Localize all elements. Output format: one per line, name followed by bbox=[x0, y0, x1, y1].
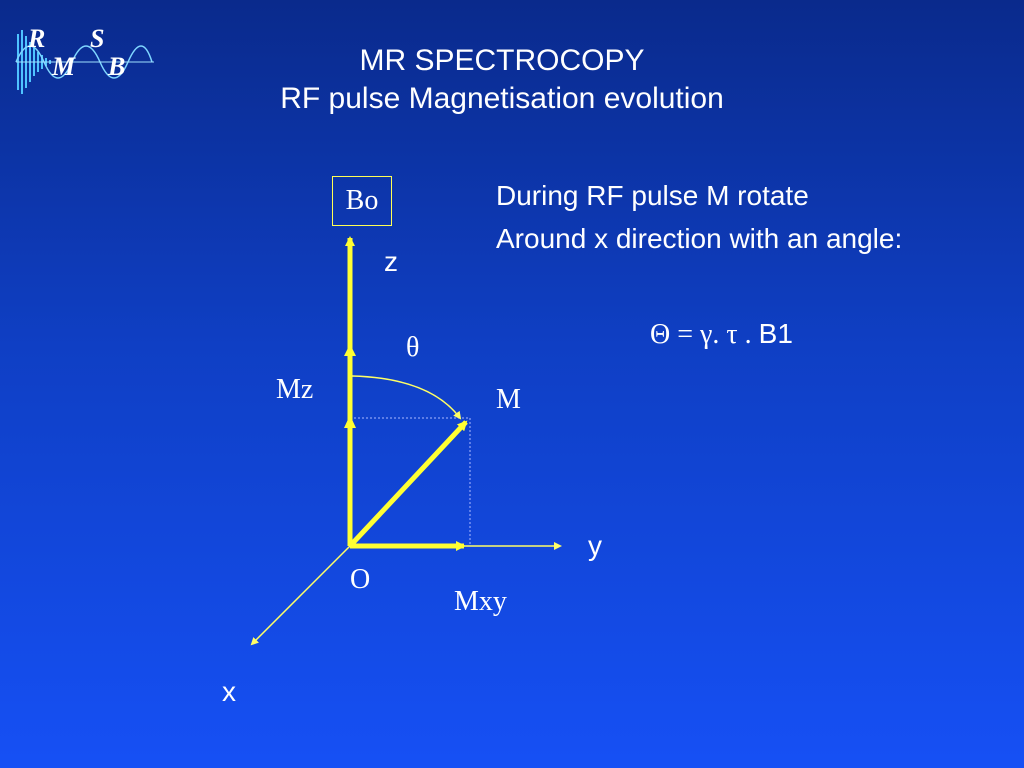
z-axis-label: z bbox=[384, 246, 398, 277]
angle-formula: Θ = γ. τ . B1 bbox=[650, 318, 793, 351]
theta-label: θ bbox=[406, 332, 420, 363]
origin-label: O bbox=[350, 564, 371, 595]
logo-letter-b: B bbox=[108, 52, 126, 81]
title-line-1: MR SPECTROCOPY bbox=[359, 44, 645, 77]
m-vector bbox=[348, 420, 468, 548]
logo-letter-r: R bbox=[28, 24, 46, 53]
m-label: M bbox=[496, 384, 521, 415]
mxy-label: Mxy bbox=[454, 586, 507, 617]
description-line-1: During RF pulse M rotate bbox=[496, 180, 809, 211]
x-axis-label: x bbox=[222, 676, 236, 707]
bo-label: Bo bbox=[345, 185, 379, 216]
mz-label: Mz bbox=[276, 374, 314, 405]
logo-letter-m: M bbox=[52, 52, 76, 81]
bo-label-box: Bo bbox=[332, 176, 392, 226]
rotation-description: During RF pulse M rotate Around x direct… bbox=[496, 174, 902, 260]
formula-expression: Θ = γ. τ . bbox=[650, 319, 752, 350]
x-axis bbox=[250, 545, 351, 646]
formula-b1: B1 bbox=[758, 318, 793, 349]
title-line-2: RF pulse Magnetisation evolution bbox=[280, 82, 724, 115]
description-line-2: Around x direction with an angle: bbox=[496, 223, 903, 254]
theta-arc bbox=[351, 375, 462, 420]
mz-arrow bbox=[344, 415, 356, 428]
z-axis-mid-arrow bbox=[344, 344, 356, 356]
logo-letter-s: S bbox=[90, 24, 105, 53]
slide-title: MR SPECTROCOPY RF pulse Magnetisation ev… bbox=[200, 42, 804, 118]
logo-waveform bbox=[15, 30, 154, 94]
y-axis-label: y bbox=[588, 530, 602, 561]
rmsb-logo: R S M B bbox=[10, 20, 160, 100]
